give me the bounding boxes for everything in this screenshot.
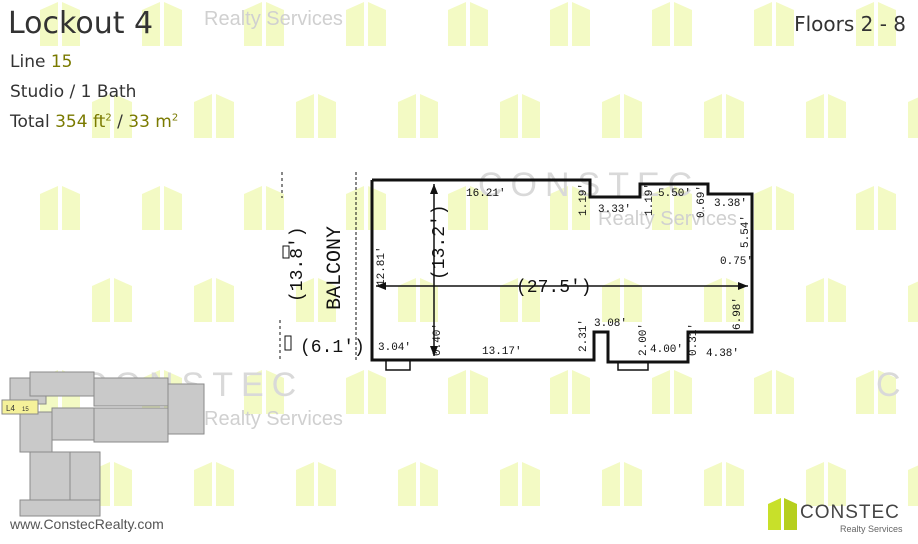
dim-3-08: 3.08': [594, 318, 627, 330]
watermark-realty-top: Realty Services: [204, 8, 343, 30]
area-ft-unit: ft: [92, 112, 106, 132]
dim-6-1: (6.1'): [300, 338, 365, 358]
dim-1-19b: 1.19': [644, 183, 656, 216]
dim-5-54: 5.54': [740, 215, 752, 248]
site-plan-thumbnail: L4 15: [1, 371, 205, 517]
area-sqft: 354: [55, 112, 88, 132]
site-line-tag: 15: [22, 407, 29, 413]
dim-4-38: 4.38': [706, 348, 739, 360]
unit-title: Lockout 4: [8, 6, 154, 41]
dim-0-69: 0.69': [696, 185, 708, 218]
total-label: Total: [10, 112, 50, 132]
dim-12-81: 12.81': [376, 246, 388, 286]
constec-logo: CONSTEC Realty Services: [768, 496, 918, 540]
logo-word: CONSTEC: [800, 502, 900, 523]
dim-0-75: 0.75': [720, 256, 753, 268]
floors-label: Floors 2 - 8: [794, 12, 906, 36]
area-sqm: 33: [128, 112, 150, 132]
area-m-sup: 2: [171, 112, 179, 124]
area-m-unit: m: [155, 112, 172, 132]
constec-logo-icon: [768, 498, 797, 530]
area-info: Total 354 ft2 / 33 m2: [10, 112, 178, 132]
area-sep: /: [117, 112, 123, 132]
dim-0-40: 0.40': [432, 323, 444, 356]
dim-13-8: (13.8'): [288, 226, 308, 302]
dim-3-33: 3.33': [598, 204, 631, 216]
dim-2-00: 2.00': [638, 323, 650, 356]
dim-13-2: (13.2'): [430, 204, 450, 280]
watermark-realty-left: Realty Services: [204, 408, 343, 430]
watermark-constec-right: C: [876, 366, 909, 404]
dim-2-31: 2.31': [578, 319, 590, 352]
dim-13-17: 13.17': [482, 346, 522, 358]
dim-4-00: 4.00': [650, 344, 683, 356]
dim-27-5: (27.5'): [516, 278, 592, 298]
logo-sub: Realty Services: [840, 524, 903, 534]
website-link[interactable]: www.ConstecRealty.com: [10, 516, 164, 532]
unit-type: Studio / 1 Bath: [10, 82, 137, 102]
area-ft-sup: 2: [105, 112, 112, 124]
dim-0-31: 0.31': [688, 323, 700, 356]
window-right: [617, 361, 649, 371]
watermark-realty-mid: Realty Services: [598, 208, 737, 230]
line-label: Line: [10, 52, 46, 72]
dim-6-98: 6.98': [732, 297, 744, 330]
dim-1-19a: 1.19': [578, 183, 590, 216]
balcony-label: BALCONY: [324, 226, 347, 310]
line-info: Line 15: [10, 52, 72, 72]
site-unit-tag: L4: [6, 404, 15, 413]
dim-3-04: 3.04': [378, 342, 411, 354]
exterior-wall: [370, 178, 754, 364]
window-left: [385, 359, 411, 371]
line-value: 15: [50, 52, 73, 72]
dim-3-38: 3.38': [714, 198, 747, 210]
dim-5-50: 5.50': [658, 188, 691, 200]
dim-16-21: 16.21': [466, 188, 506, 200]
